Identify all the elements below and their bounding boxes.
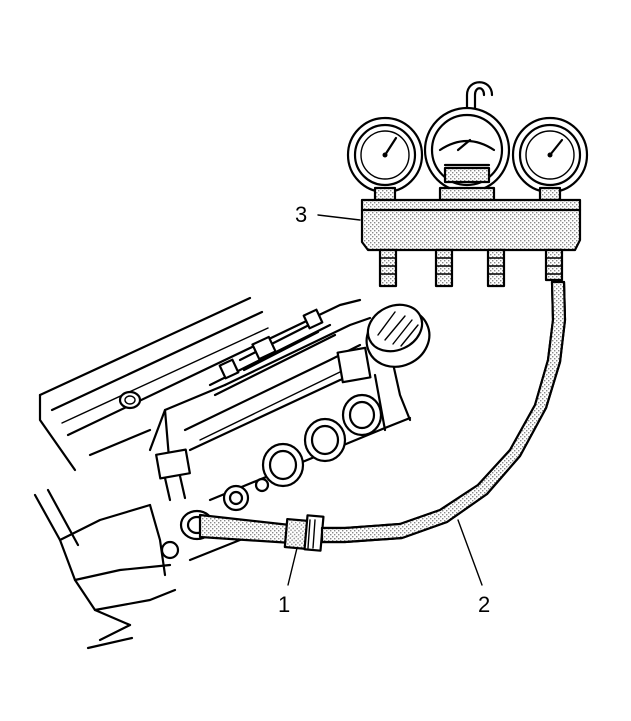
manifold-ports	[378, 248, 564, 288]
gauge-manifold	[346, 81, 589, 288]
gauge-hose	[320, 280, 567, 544]
center-gauge	[423, 106, 511, 202]
callout-label-1: 1	[278, 592, 290, 617]
oil-fill-cap	[365, 303, 431, 368]
leader-line-3	[317, 214, 361, 221]
service-port-adapter	[179, 509, 325, 552]
left-pressure-gauge	[346, 116, 424, 202]
leader-line-1	[287, 547, 298, 586]
leader-line-2	[457, 519, 483, 586]
callout-label-3: 3	[295, 202, 307, 227]
callout-label-2: 2	[478, 592, 490, 617]
engine-block	[33, 296, 412, 650]
right-pressure-gauge	[511, 116, 589, 202]
callout-leaders	[287, 214, 483, 586]
fuel-rail-lines	[155, 308, 372, 502]
spark-plug-wells	[160, 393, 383, 560]
